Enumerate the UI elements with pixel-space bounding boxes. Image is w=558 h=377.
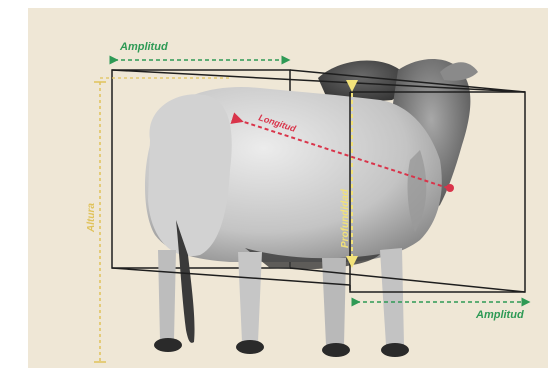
amplitud-bottom-label: Amplitud [475,309,524,321]
amplitud-top-label: Amplitud [119,41,168,53]
profundidad-label: Profundidad [340,188,351,248]
brahman-bull-illustration [145,59,478,357]
amplitud-bottom-measure: Amplitud [356,302,526,321]
amplitud-top-measure: Amplitud [114,41,286,60]
longitud-endpoint-dot [446,184,454,192]
altura-label: Altura [86,203,97,233]
